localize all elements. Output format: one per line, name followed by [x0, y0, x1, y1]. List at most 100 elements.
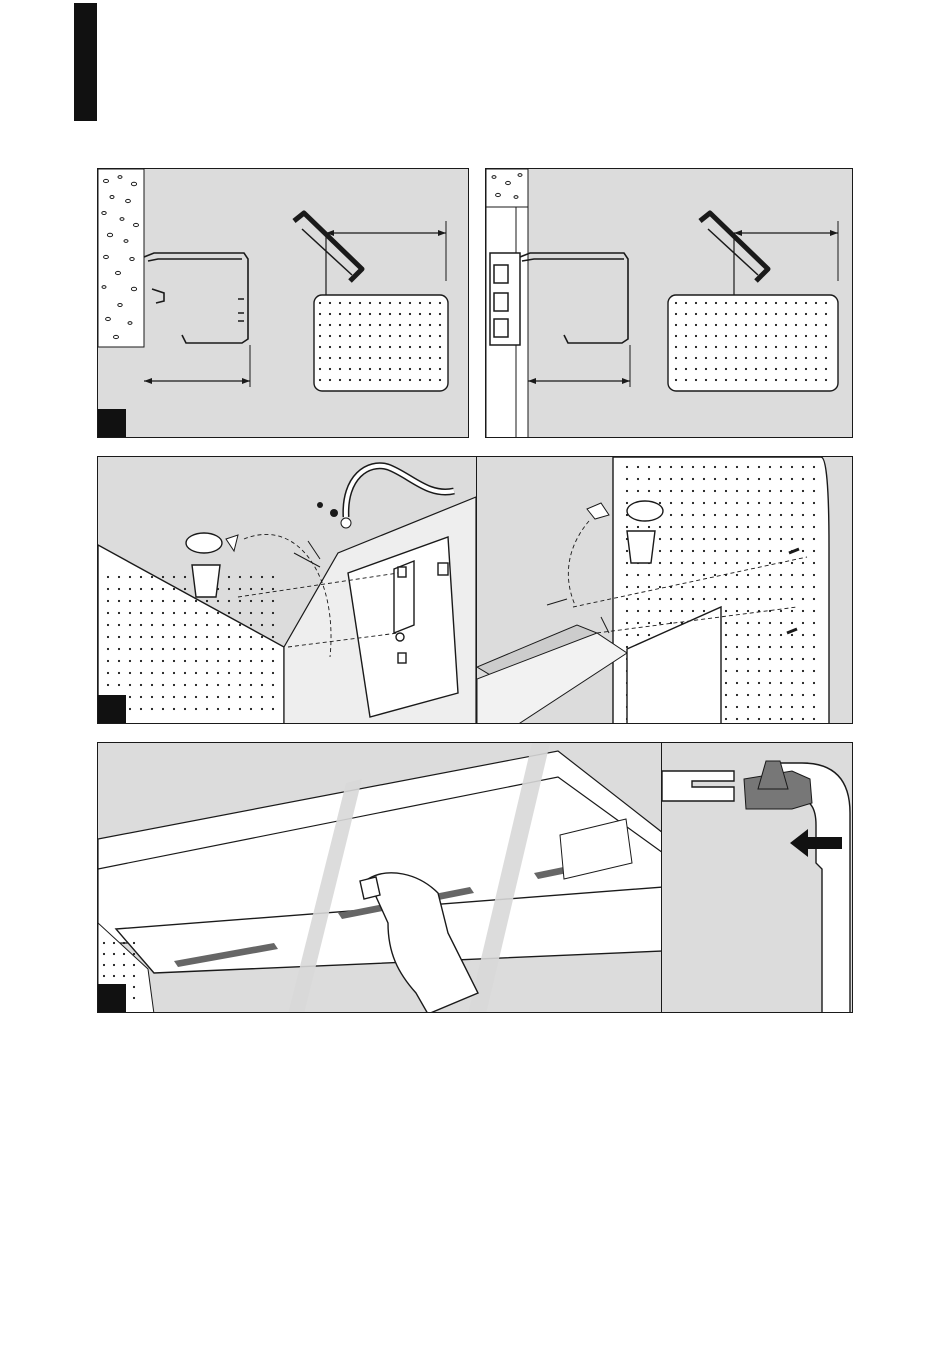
perforation-dot — [206, 600, 208, 602]
perforation-dot — [359, 346, 361, 348]
perforation-dot — [825, 368, 827, 370]
perforation-dot — [755, 302, 757, 304]
perforation-dot — [813, 598, 815, 600]
perforation-dot — [113, 975, 115, 977]
perforation-dot — [439, 357, 441, 359]
perforation-dot — [349, 324, 351, 326]
perforation-dot — [780, 550, 782, 552]
perforation-dot — [162, 684, 164, 686]
perforation-dot — [107, 612, 109, 614]
perforation-dot — [228, 624, 230, 626]
perforation-dot — [681, 478, 683, 480]
perforation-dot — [725, 368, 727, 370]
perforation-dot — [747, 634, 749, 636]
perforation-dot — [349, 313, 351, 315]
perforation-dot — [151, 684, 153, 686]
perforation-dot — [670, 478, 672, 480]
perforation-dot — [705, 379, 707, 381]
perforation-dot — [675, 302, 677, 304]
perforation-dot — [626, 490, 628, 492]
perforation-dot — [261, 588, 263, 590]
perforation-dot — [239, 612, 241, 614]
perforation-dot — [780, 478, 782, 480]
perforation-dot — [813, 538, 815, 540]
perforation-dot — [681, 526, 683, 528]
perforation-dot — [389, 335, 391, 337]
perforation-dot — [162, 588, 164, 590]
perforation-dot — [703, 514, 705, 516]
perforation-dot — [319, 357, 321, 359]
perforation-dot — [813, 514, 815, 516]
perforation-dot — [239, 576, 241, 578]
perforation-dot — [725, 706, 727, 708]
perforation-dot — [745, 335, 747, 337]
perforation-dot — [140, 636, 142, 638]
perforation-dot — [745, 346, 747, 348]
perforation-dot — [714, 490, 716, 492]
perforation-dot — [123, 964, 125, 966]
perforation-dot — [714, 550, 716, 552]
perforation-dot — [626, 562, 628, 564]
perforation-dot — [184, 588, 186, 590]
perforation-dot — [369, 302, 371, 304]
perforation-dot — [769, 658, 771, 660]
perforation-dot — [162, 660, 164, 662]
perforation-dot — [195, 708, 197, 710]
perforation-dot — [802, 586, 804, 588]
perforation-dot — [217, 684, 219, 686]
perforation-dot — [745, 368, 747, 370]
perforation-dot — [369, 324, 371, 326]
perforation-dot — [695, 379, 697, 381]
perforation-dot — [745, 324, 747, 326]
perforation-dot — [379, 324, 381, 326]
perforation-dot — [118, 600, 120, 602]
perforation-dot — [429, 357, 431, 359]
perforation-dot — [184, 648, 186, 650]
perforation-dot — [780, 622, 782, 624]
perforation-dot — [758, 538, 760, 540]
perforation-dot — [815, 313, 817, 315]
perforation-dot — [802, 574, 804, 576]
perforation-dot — [217, 660, 219, 662]
perforation-dot — [261, 624, 263, 626]
perforation-dot — [695, 324, 697, 326]
perforation-dot — [758, 706, 760, 708]
perforation-dot — [703, 466, 705, 468]
perforation-dot — [239, 636, 241, 638]
perforation-dot — [217, 672, 219, 674]
perforation-dot — [113, 953, 115, 955]
perforation-dot — [747, 466, 749, 468]
perforation-dot — [389, 379, 391, 381]
perforation-dot — [685, 368, 687, 370]
perforation-dot — [791, 646, 793, 648]
perforation-dot — [813, 658, 815, 660]
perforation-dot — [626, 466, 628, 468]
perforation-dot — [736, 718, 738, 720]
perforation-dot — [329, 302, 331, 304]
perforation-dot — [795, 368, 797, 370]
perforation-dot — [714, 538, 716, 540]
perforation-dot — [379, 368, 381, 370]
perforation-dot — [703, 586, 705, 588]
perforation-dot — [123, 942, 125, 944]
perforation-dot — [339, 302, 341, 304]
perforation-dot — [791, 478, 793, 480]
perforation-dot — [725, 670, 727, 672]
perforation-dot — [725, 466, 727, 468]
perforation-dot — [703, 610, 705, 612]
perforation-dot — [675, 379, 677, 381]
perforation-dot — [173, 672, 175, 674]
perforation-dot — [670, 562, 672, 564]
perforation-dot — [714, 562, 716, 564]
perforation-dot — [736, 634, 738, 636]
perforation-dot — [626, 586, 628, 588]
perforation-dot — [802, 634, 804, 636]
perforation-dot — [725, 598, 727, 600]
perforation-dot — [802, 694, 804, 696]
perforation-dot — [250, 588, 252, 590]
perforation-dot — [379, 313, 381, 315]
perforation-dot — [369, 357, 371, 359]
perforation-dot — [791, 490, 793, 492]
perforation-dot — [118, 660, 120, 662]
perforation-dot — [319, 313, 321, 315]
